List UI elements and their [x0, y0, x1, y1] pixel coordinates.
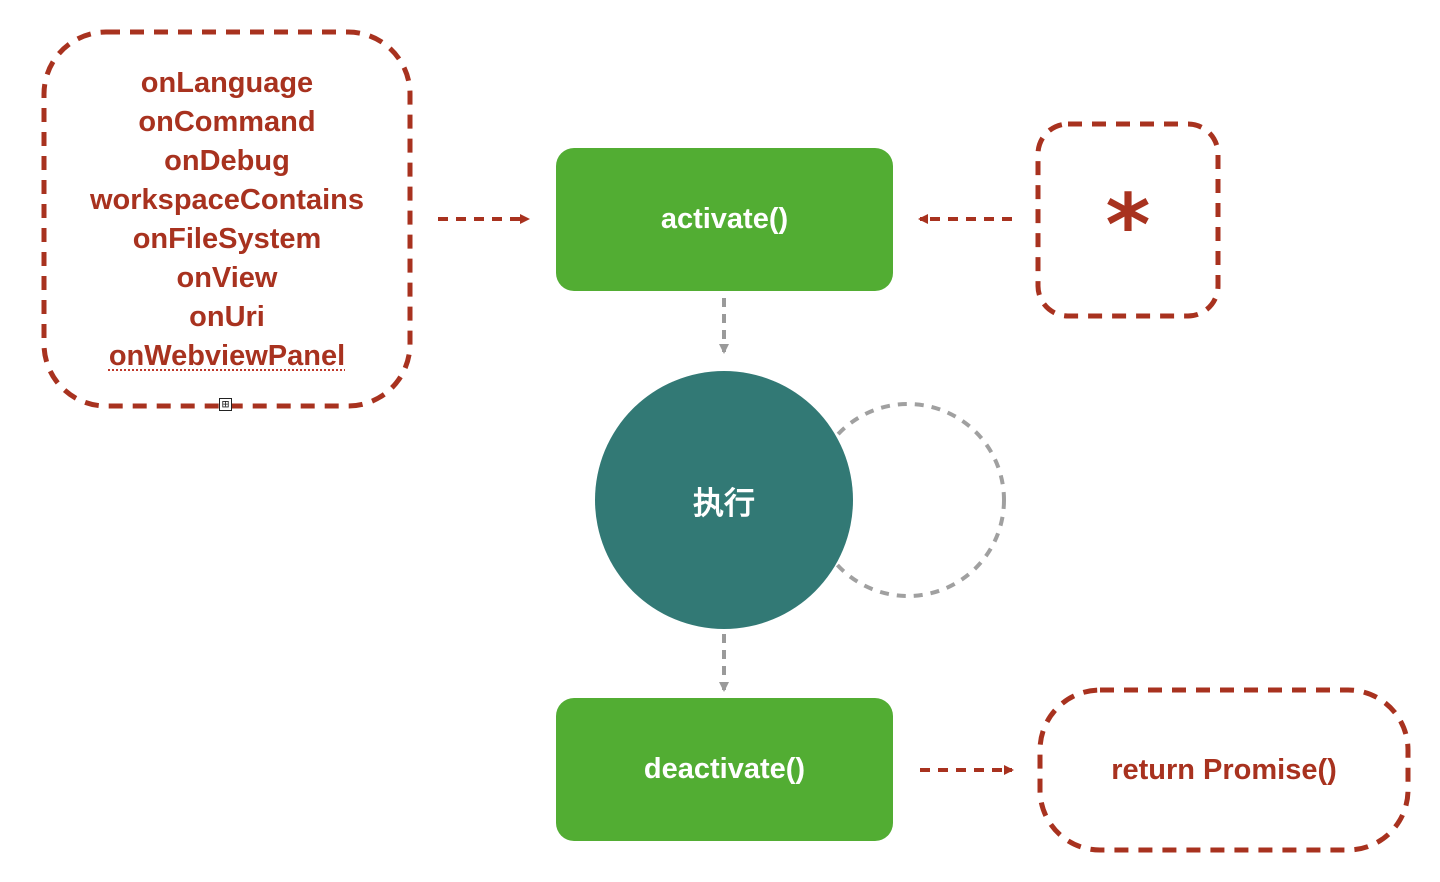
- event-item: onView: [176, 262, 278, 294]
- execute-node: 执行: [595, 371, 853, 629]
- return-dashed-box: [1037, 687, 1411, 853]
- events-dashed-box: [41, 29, 413, 409]
- deactivate-label: deactivate(): [643, 753, 806, 785]
- wildcard-dashed-box: [1035, 121, 1221, 319]
- return-promise-label: return Promise(): [1111, 753, 1337, 786]
- activation-events-list: onLanguage onCommand onDebug workspaceCo…: [44, 64, 410, 376]
- event-item: workspaceContains: [90, 184, 364, 216]
- return-promise-node: return Promise(): [1040, 690, 1408, 850]
- activate-node: activate(): [556, 148, 893, 291]
- event-item: onLanguage: [140, 67, 314, 99]
- loop-dashed-circle: [810, 402, 1006, 598]
- event-item: onFileSystem: [132, 223, 322, 255]
- event-item: onDebug: [164, 145, 290, 177]
- event-item: onCommand: [138, 106, 316, 138]
- wildcard-label: *: [1105, 176, 1151, 276]
- event-item: onWebviewPanel: [44, 337, 410, 376]
- event-item: onUri: [189, 301, 265, 333]
- execute-label: 执行: [693, 485, 755, 522]
- expand-toggle-icon[interactable]: ⊞: [219, 398, 232, 411]
- activate-label: activate(): [660, 203, 789, 235]
- deactivate-node: deactivate(): [556, 698, 893, 841]
- event-item-label: onWebviewPanel: [108, 340, 346, 372]
